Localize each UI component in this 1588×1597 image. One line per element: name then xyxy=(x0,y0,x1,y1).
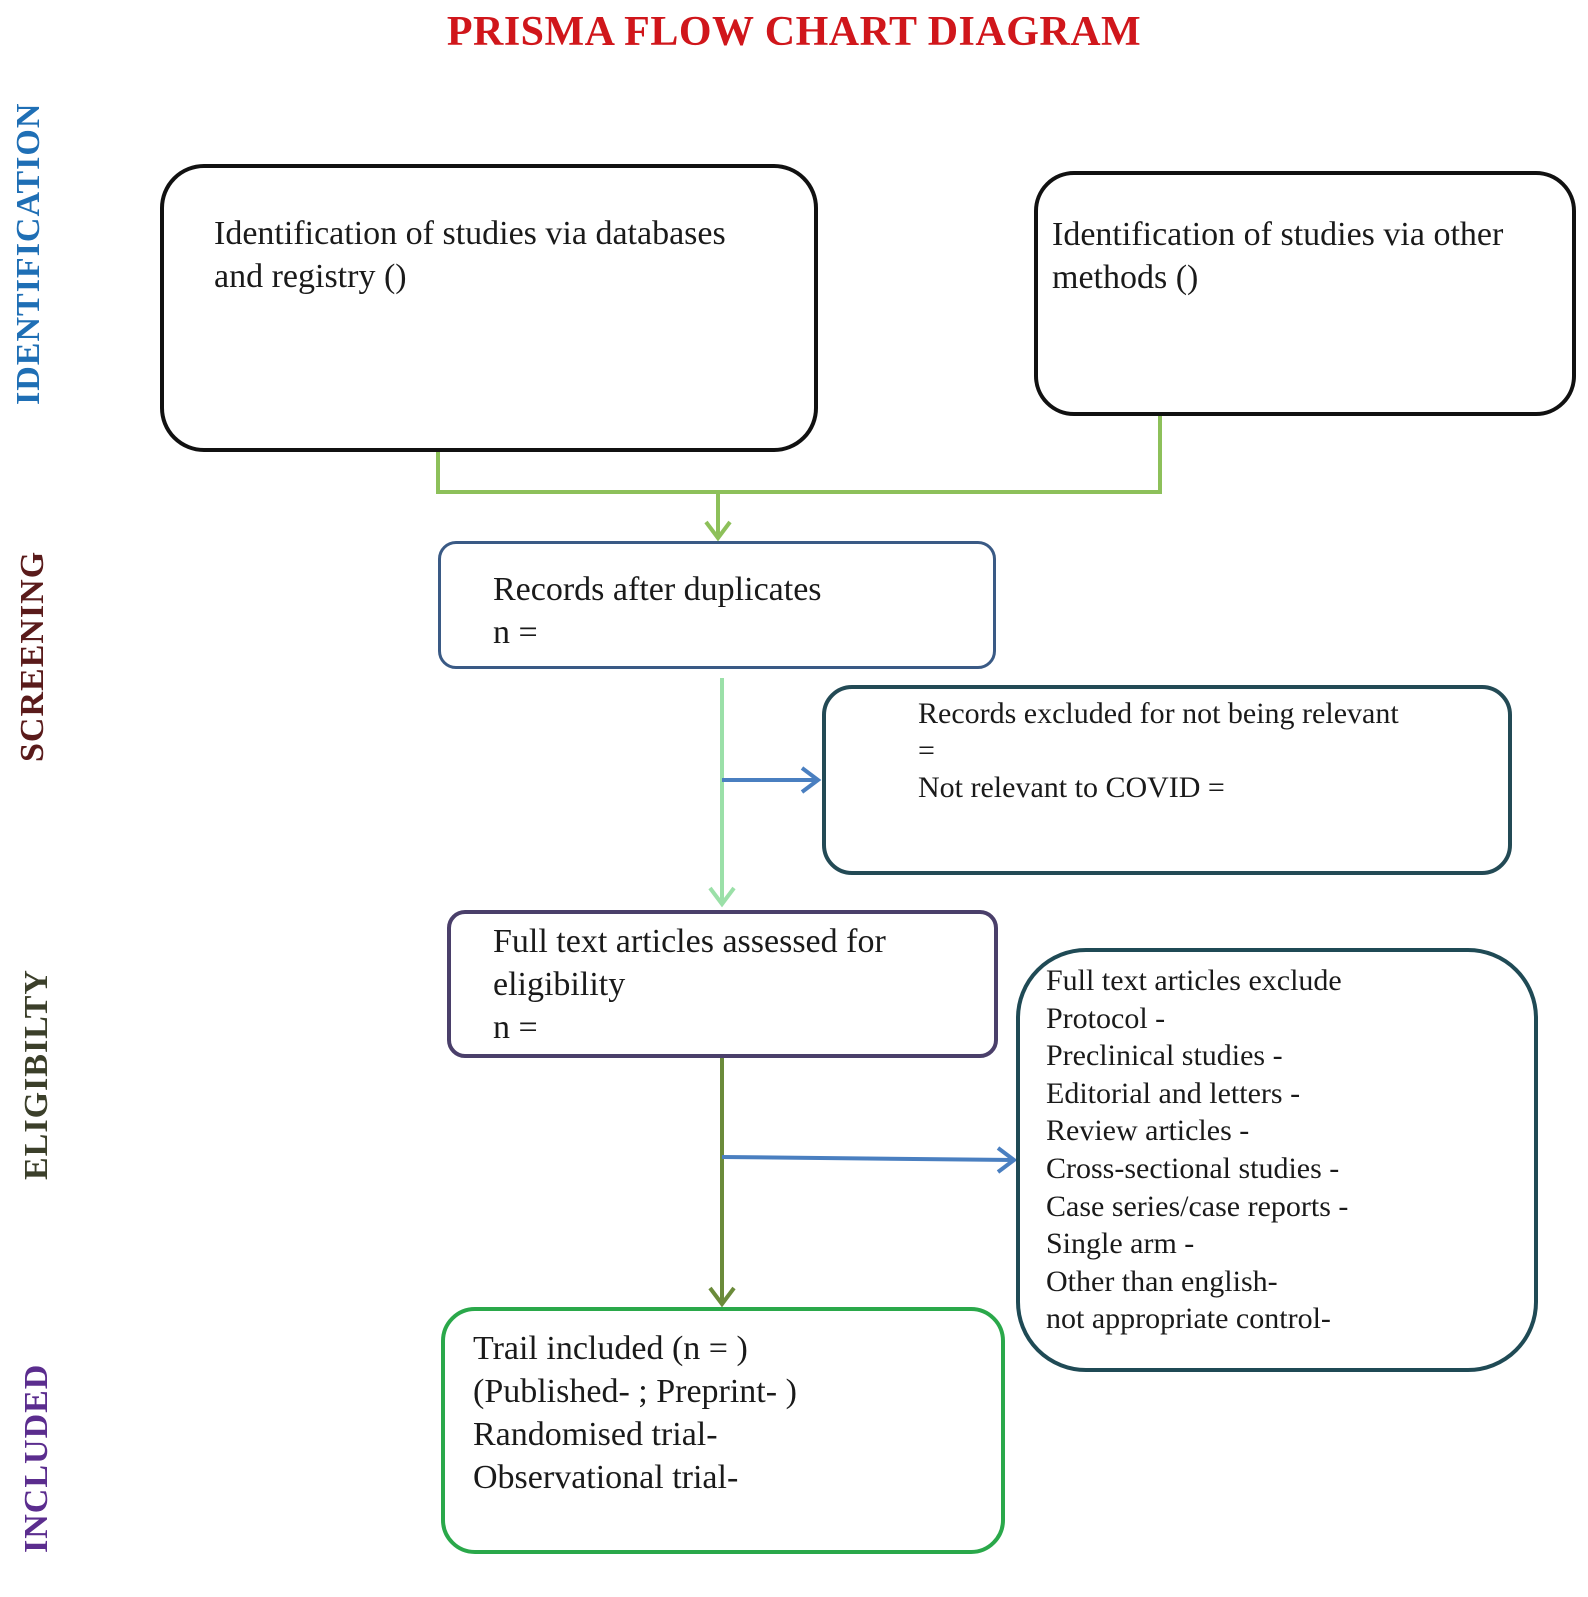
box-trials-included-text: Trail included (n = ) (Published- ; Prep… xyxy=(473,1330,797,1496)
box-other-methods: Identification of studies via other meth… xyxy=(1034,171,1576,416)
exclusion-reason: Cross-sectional studies - xyxy=(1046,1152,1340,1185)
merge-connector xyxy=(436,415,1162,494)
box-full-text-assessed: Full text articles assessed for eligibil… xyxy=(447,910,998,1058)
box-full-text-excluded-heading: Full text articles exclude xyxy=(1046,964,1342,997)
box-records-excluded: Records excluded for not being relevant … xyxy=(822,685,1512,875)
box-databases-registry-text: Identification of studies via databases … xyxy=(214,215,726,295)
box-records-after-duplicates-text: Records after duplicates n = xyxy=(493,571,822,651)
exclusion-reason: not appropriate control- xyxy=(1046,1302,1331,1335)
box-records-after-duplicates: Records after duplicates n = xyxy=(438,541,996,669)
exclusion-reason: Protocol - xyxy=(1046,1002,1166,1035)
box-other-methods-text: Identification of studies via other meth… xyxy=(1052,216,1504,296)
exclusion-arrow-eligibility xyxy=(721,1155,1015,1162)
exclusion-reason: Single arm - xyxy=(1046,1227,1195,1260)
exclusion-reason: Other than english- xyxy=(1046,1265,1278,1298)
exclusion-reason: Case series/case reports - xyxy=(1046,1190,1349,1223)
box-records-excluded-text: Records excluded for not being relevant … xyxy=(918,697,1399,804)
exclusion-reason: Review articles - xyxy=(1046,1114,1250,1147)
box-databases-registry: Identification of studies via databases … xyxy=(160,164,818,452)
exclusion-reason: Editorial and letters - xyxy=(1046,1077,1301,1110)
box-trials-included: Trail included (n = ) (Published- ; Prep… xyxy=(441,1307,1005,1554)
exclusion-reason: Preclinical studies - xyxy=(1046,1039,1283,1072)
box-full-text-excluded: Full text articles exclude Protocol - Pr… xyxy=(1016,948,1538,1372)
box-full-text-assessed-text: Full text articles assessed for eligibil… xyxy=(493,923,886,1046)
diagram-title: PRISMA FLOW CHART DIAGRAM xyxy=(446,9,1142,55)
